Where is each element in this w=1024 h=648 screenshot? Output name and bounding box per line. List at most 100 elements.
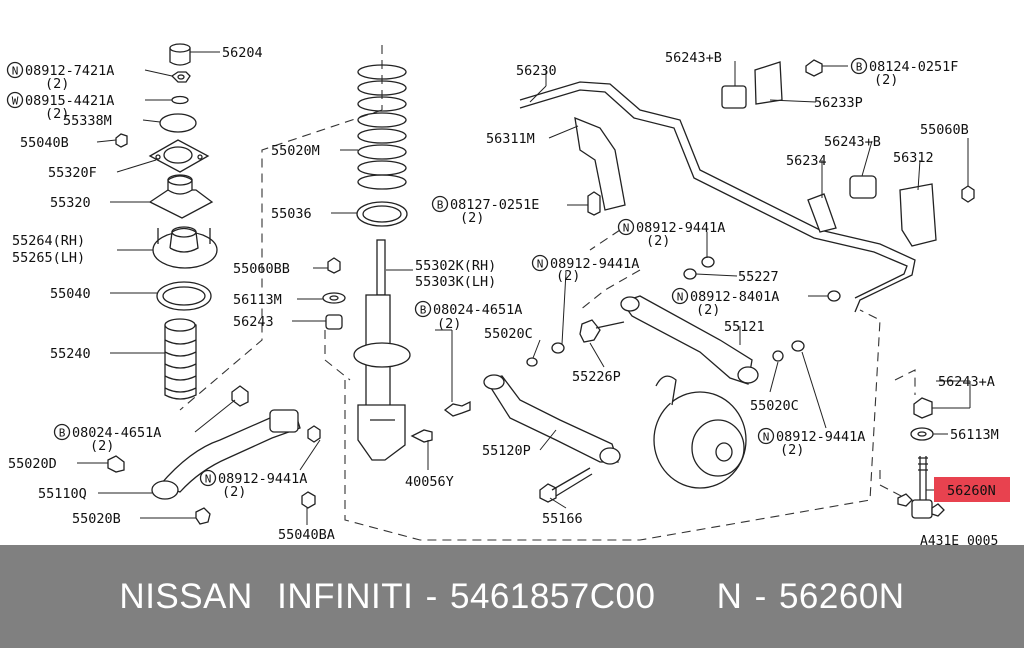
label-56234: 56234 bbox=[786, 153, 827, 169]
bolt-08124-part bbox=[805, 59, 823, 77]
label-56312: 56312 bbox=[893, 150, 934, 166]
prefix-circle: B bbox=[850, 57, 868, 75]
label-56260N: 56260N bbox=[947, 483, 996, 499]
label-08912-9441A-mid: 08912-9441A bbox=[550, 256, 639, 272]
label-08912-9441A-left: 08912-9441A bbox=[218, 471, 307, 487]
label-qty: (2) bbox=[780, 442, 804, 458]
prefix-circle: W bbox=[6, 91, 24, 109]
label-55020C-left: 55020C bbox=[484, 326, 533, 342]
prefix-circle: N bbox=[531, 254, 549, 272]
label-55121: 55121 bbox=[724, 319, 765, 335]
label-qty: (2) bbox=[222, 484, 246, 500]
label-08912-7421A: 08912-7421A bbox=[25, 63, 114, 79]
bushing-56243-part bbox=[325, 314, 343, 330]
label-56113M: 56113M bbox=[233, 292, 282, 308]
svg-text:B: B bbox=[59, 427, 66, 440]
bracket-56233P-part bbox=[754, 61, 783, 105]
prefix-circle: N bbox=[617, 218, 635, 236]
svg-text:B: B bbox=[856, 61, 863, 74]
label-55020C-right: 55020C bbox=[750, 398, 799, 414]
bushing-56243B-top-part bbox=[721, 85, 747, 109]
bushing-56243A-part bbox=[913, 397, 933, 419]
label-55060BB: 55060BB bbox=[233, 261, 290, 277]
prefix-circle: N bbox=[757, 427, 775, 445]
label-55036: 55036 bbox=[271, 206, 312, 222]
prefix-circle: N bbox=[671, 287, 689, 305]
footer-part-number-text: NISSAN INFINITI - 5461857C00 N - 56260N bbox=[119, 576, 905, 616]
svg-text:B: B bbox=[437, 199, 444, 212]
label-55226P: 55226P bbox=[572, 369, 621, 385]
leader-lines bbox=[77, 51, 971, 525]
svg-text:N: N bbox=[677, 291, 684, 304]
label-56243B-mid: 56243+B bbox=[824, 134, 881, 150]
bolt-08024-left-part bbox=[231, 385, 249, 407]
label-55110Q: 55110Q bbox=[38, 486, 87, 502]
part-labels: 56204 08912-7421A (2) 08915-4421A (2) 55… bbox=[8, 45, 999, 545]
label-qty: (2) bbox=[45, 106, 69, 122]
highlight-56260N bbox=[934, 477, 1010, 502]
spring-seat-part bbox=[356, 201, 408, 227]
label-55060B: 55060B bbox=[920, 122, 969, 138]
lower-link-55110Q-part bbox=[151, 409, 301, 500]
bolt-55020D-part bbox=[107, 455, 125, 473]
mount-plate-part bbox=[148, 139, 210, 173]
strut-bolt-part bbox=[443, 400, 471, 417]
stabilizer-bar-part bbox=[519, 81, 916, 313]
svg-text:N: N bbox=[763, 431, 770, 444]
label-55320: 55320 bbox=[50, 195, 91, 211]
bound-bumper-boot-part bbox=[164, 318, 197, 400]
washer-part bbox=[171, 95, 189, 105]
nut-55020B-part bbox=[195, 507, 211, 525]
label-55020M: 55020M bbox=[271, 143, 320, 159]
label-qty: (2) bbox=[90, 438, 114, 454]
label-08912-9441A-top: 08912-9441A bbox=[636, 220, 725, 236]
strut-bolt2-part bbox=[410, 429, 433, 443]
label-55040BA: 55040BA bbox=[278, 527, 335, 543]
prefix-circle: N bbox=[6, 61, 24, 79]
bracket-56312-part bbox=[899, 183, 937, 247]
svg-text:N: N bbox=[12, 65, 19, 78]
label-55303K: 55303K(LH) bbox=[415, 274, 496, 290]
bushing-56113M-right-part bbox=[910, 427, 934, 441]
label-56243: 56243 bbox=[233, 314, 274, 330]
nut-08912-9441A-a-part bbox=[701, 256, 715, 268]
coil-spring-part bbox=[357, 64, 407, 190]
seat-ring-part bbox=[156, 281, 212, 311]
label-55338M: 55338M bbox=[63, 113, 112, 129]
label-56311M: 56311M bbox=[486, 131, 535, 147]
spacer-part bbox=[159, 113, 197, 133]
bushing-56113M-part bbox=[322, 292, 346, 304]
upper-link-55121-part bbox=[620, 295, 759, 385]
label-qty: (2) bbox=[45, 76, 69, 92]
label-08912-8401A: 08912-8401A bbox=[690, 289, 779, 305]
stabilizer-outline bbox=[579, 229, 641, 311]
nut-55060BB-part bbox=[327, 257, 341, 274]
nut-08912-9441A-c-part bbox=[791, 340, 805, 352]
knuckle-outline bbox=[324, 330, 351, 381]
clamp-56234-part bbox=[807, 193, 837, 233]
label-qty: (2) bbox=[437, 316, 461, 332]
svg-text:B: B bbox=[420, 304, 427, 317]
label-08127-0251E: 08127-0251E bbox=[450, 197, 539, 213]
washer-55020C-b-part bbox=[772, 350, 784, 362]
shock-absorber-part bbox=[353, 239, 411, 461]
nut-08912-8401A-part bbox=[827, 290, 841, 302]
label-56243A: 56243+A bbox=[938, 374, 995, 390]
prefix-circle: B bbox=[414, 300, 432, 318]
svg-text:N: N bbox=[205, 473, 212, 486]
label-08912-9441A-right: 08912-9441A bbox=[776, 429, 865, 445]
bump-cap-part bbox=[169, 43, 191, 66]
nut-08912-left-part bbox=[307, 425, 321, 443]
label-08024-4651A-mid: 08024-4651A bbox=[433, 302, 522, 318]
stabilizer-link-56260N-part bbox=[897, 456, 945, 519]
rear-link-outline bbox=[344, 309, 881, 541]
prefix-circle: B bbox=[53, 423, 71, 441]
nut-55060B-part bbox=[961, 185, 975, 203]
diagram-code: A431E 0005 bbox=[920, 534, 998, 545]
label-55040B: 55040B bbox=[20, 135, 69, 151]
svg-text:N: N bbox=[623, 222, 630, 235]
label-08024-4651A-left: 08024-4651A bbox=[72, 425, 161, 441]
svg-text:N: N bbox=[537, 258, 544, 271]
label-qty: (2) bbox=[460, 210, 484, 226]
